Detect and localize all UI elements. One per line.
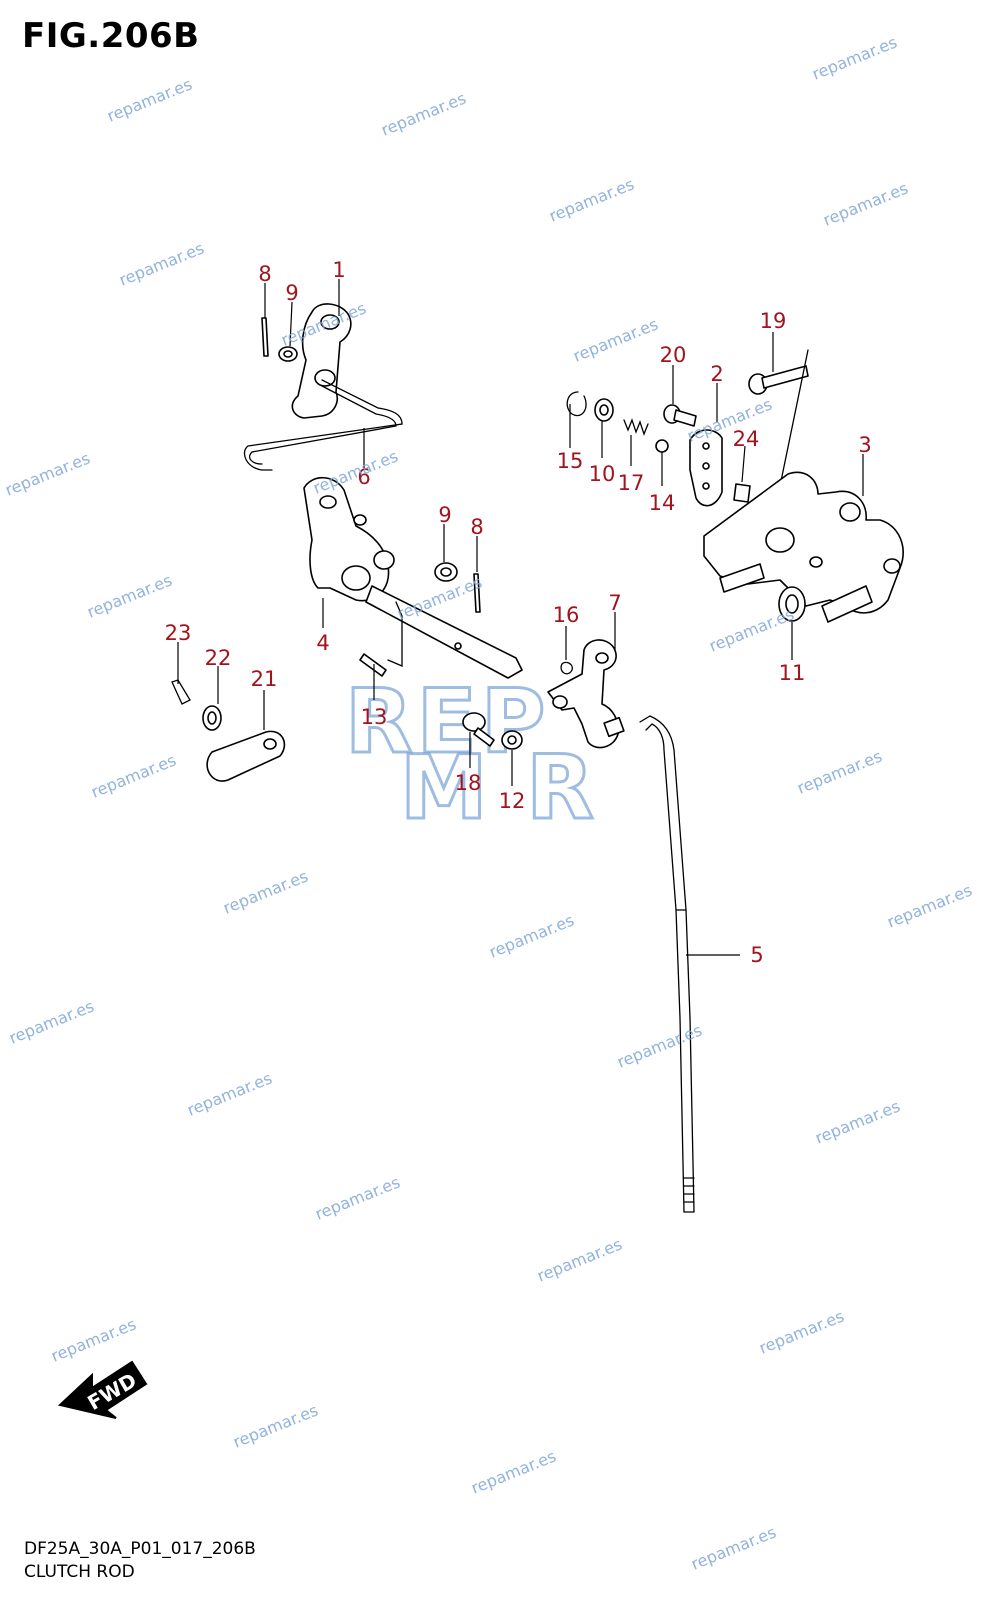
part-1-lever	[291, 303, 352, 419]
part-10-washer	[594, 398, 614, 422]
callout-23: 23	[165, 621, 192, 645]
callout-6: 6	[357, 465, 370, 489]
figure-title: FIG.206B	[22, 16, 200, 56]
callout-18: 18	[455, 771, 482, 795]
callout-8-upper: 8	[258, 262, 271, 286]
watermark-text: repamar.es	[48, 1314, 138, 1365]
watermark-text: repamar.es	[116, 238, 206, 289]
callout-1: 1	[332, 258, 345, 282]
watermark-text: repamar.es	[706, 604, 796, 655]
part-7-lever	[547, 639, 625, 749]
part-21-link	[206, 730, 286, 782]
callout-8-mid: 8	[470, 515, 483, 539]
callout-3: 3	[858, 433, 871, 457]
part-5-clutch-rod	[639, 715, 695, 1213]
part-15-snap-ring	[566, 391, 587, 417]
part-6-wire-rod	[243, 379, 403, 471]
part-20-bolt	[663, 404, 697, 427]
callout-10: 10	[589, 462, 616, 486]
watermark-text: repamar.es	[794, 746, 884, 797]
watermark-text: repamar.es	[546, 174, 636, 225]
part-11-washer	[778, 586, 806, 622]
callout-21: 21	[251, 667, 278, 691]
part-24-pin	[733, 483, 751, 503]
watermark-text: repamar.es	[809, 32, 899, 83]
part-17-spring	[623, 418, 649, 436]
part-3-bracket	[703, 471, 904, 623]
watermark-text: repamar.es	[486, 910, 576, 961]
watermark-text: repamar.es	[756, 1306, 846, 1357]
watermark-text: repamar.es	[104, 74, 194, 125]
leader-lines	[177, 279, 864, 956]
callout-14: 14	[649, 491, 676, 515]
callout-9-mid: 9	[438, 503, 451, 527]
callout-12: 12	[499, 789, 526, 813]
watermark-text: repamar.es	[230, 1400, 320, 1451]
watermark-text: repamar.es	[220, 866, 310, 917]
watermark-text: repamar.es	[184, 1068, 274, 1119]
callout-15: 15	[557, 449, 584, 473]
watermark-text: repamar.es	[468, 1446, 558, 1497]
part-13-pin	[359, 653, 387, 677]
callout-22: 22	[205, 646, 232, 670]
callout-11: 11	[779, 661, 806, 685]
callout-19: 19	[760, 309, 787, 333]
callout-7: 7	[608, 591, 621, 615]
part-9-washer-upper	[278, 346, 298, 362]
watermark-text: repamar.es	[88, 750, 178, 801]
watermark-logo-bottom: M R	[400, 736, 598, 839]
watermark-text: repamar.es	[534, 1234, 624, 1285]
watermark-text: repamar.es	[684, 394, 774, 445]
watermark-text: repamar.es	[312, 1172, 402, 1223]
watermark-text: repamar.es	[378, 88, 468, 139]
watermark-text: repamar.es	[820, 178, 910, 229]
watermark-text: repamar.es	[688, 1522, 778, 1573]
watermark-text: repamar.es	[310, 446, 400, 497]
part-12-washer	[501, 730, 523, 750]
part-23-clip	[171, 679, 191, 705]
watermark-text: repamar.es	[570, 314, 660, 365]
part-8-cotter-pin-upper	[261, 317, 269, 357]
watermark-text: repamar.es	[6, 996, 96, 1047]
part-14-ball	[655, 439, 669, 453]
part-18-bolt	[462, 712, 495, 747]
callout-17: 17	[618, 471, 645, 495]
watermark-logo: REP M R	[344, 669, 598, 841]
figure-code: DF25A_30A_P01_017_206B	[24, 1539, 256, 1559]
callout-20: 20	[660, 343, 687, 367]
fwd-direction-badge: FWD	[57, 1360, 148, 1419]
watermark-logo-top: REP	[345, 670, 549, 773]
figure-name: CLUTCH ROD	[24, 1562, 135, 1582]
callout-13: 13	[361, 705, 388, 729]
callout-5: 5	[750, 943, 763, 967]
callout-16: 16	[553, 603, 580, 627]
part-22-washer	[202, 705, 222, 731]
watermark-text: repamar.es	[2, 448, 92, 499]
part-19-bolt	[748, 349, 809, 487]
callout-24: 24	[733, 427, 760, 451]
callout-4: 4	[316, 631, 329, 655]
part-9-washer-mid	[434, 562, 458, 582]
watermark-text: repamar.es	[84, 570, 174, 621]
callout-labels: 1 2 3 4 5 6 7 8 8 9 9 10 11 12 13 14 15 …	[165, 258, 872, 967]
part-4-shift-lever-shaft	[303, 476, 523, 679]
part-8-cotter-pin-mid	[473, 573, 481, 613]
watermark-text: repamar.es	[884, 880, 974, 931]
part-2-plate	[689, 429, 723, 507]
watermark-text: repamar.es	[812, 1096, 902, 1147]
callout-2: 2	[710, 362, 723, 386]
callout-9-upper: 9	[285, 281, 298, 305]
part-16-clip	[560, 661, 573, 675]
